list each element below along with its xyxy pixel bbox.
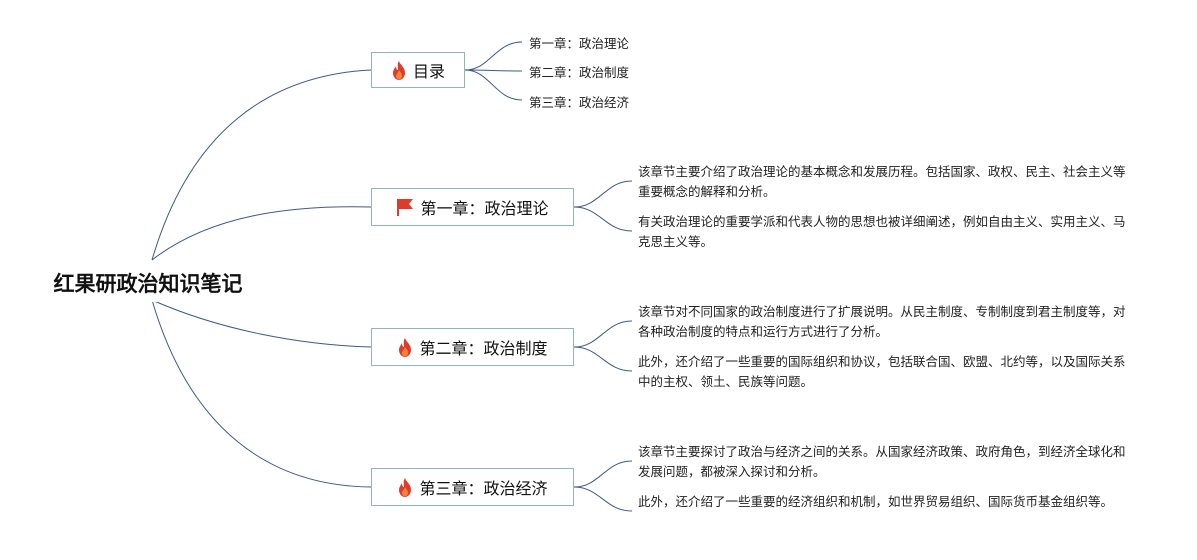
topic-chapter-2-label: 第二章：政治制度 [419, 339, 548, 358]
fire-icon [397, 477, 413, 497]
topic-toc[interactable]: 目录 [371, 52, 465, 88]
topic-chapter-3-label: 第三章：政治经济 [419, 479, 548, 498]
toc-leaf-2[interactable]: 第二章：政治制度 [529, 65, 630, 80]
root-label: 红果研政治知识笔记 [53, 272, 243, 296]
link-root-toc [151, 69, 372, 261]
chapter-3-paragraph-2: 此外，还介绍了一些重要的经济组织和机制，如世界贸易组织、国际货币基金组织等。 [638, 494, 1114, 509]
fire-icon [397, 337, 413, 357]
chapter-3-paragraph-1: 该章节主要探讨了政治与经济之间的关系。从国家经济政策、政府角色，到经济全球化和发… [638, 444, 1126, 479]
link-root-ch3 [151, 299, 372, 488]
link-root-ch1 [151, 206, 372, 261]
link-ch1-para-1 [573, 180, 633, 208]
chapter-1-paragraph-2: 有关政治理论的重要学派和代表人物的思想也被详细阐述，例如自由主义、实用主义、马克… [638, 214, 1126, 249]
chapter-2-paragraph-2: 此外，还介绍了一些重要的国际组织和协议，包括联合国、欧盟、北约等，以及国际关系中… [638, 354, 1126, 389]
topic-chapter-2[interactable]: 第二章：政治制度 [371, 328, 574, 366]
topic-chapter-1[interactable]: 第一章：政治理论 [371, 188, 574, 226]
flag-icon [396, 198, 414, 216]
topic-chapter-1-label: 第一章：政治理论 [420, 199, 549, 218]
link-toc-leaf-1 [464, 41, 523, 71]
fire-icon [391, 60, 407, 80]
toc-leaf-1[interactable]: 第一章：政治理论 [529, 36, 630, 51]
topic-chapter-3[interactable]: 第三章：政治经济 [371, 468, 574, 506]
link-root-ch2 [151, 299, 372, 348]
link-ch3-para-1 [573, 460, 633, 488]
chapter-2-paragraph-1: 该章节对不同国家的政治制度进行了扩展说明。从民主制度、专制制度到君主制度等，对各… [638, 304, 1126, 339]
link-ch3-para-2 [573, 486, 633, 512]
link-ch1-para-2 [573, 206, 633, 232]
root-node[interactable]: 红果研政治知识笔记 [28, 264, 268, 302]
link-toc-leaf-2 [464, 69, 523, 72]
chapter-1-paragraph-1: 该章节主要介绍了政治理论的基本概念和发展历程。包括国家、政权、民主、社会主义等重… [638, 164, 1126, 199]
toc-leaf-3[interactable]: 第三章：政治经济 [529, 95, 630, 110]
link-ch2-para-2 [573, 346, 633, 372]
topic-toc-label: 目录 [412, 62, 445, 81]
link-toc-leaf-3 [464, 69, 523, 101]
link-ch2-para-1 [573, 320, 633, 348]
